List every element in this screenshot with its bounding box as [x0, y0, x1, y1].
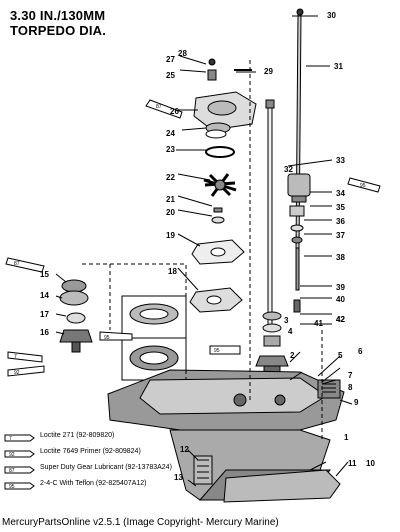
part-number-label: 10 — [366, 459, 375, 468]
water-pump-housing — [193, 58, 257, 131]
part-number-label: 19 — [166, 231, 175, 240]
part-number-label: 24 — [166, 129, 175, 138]
part-number-label: 11 — [348, 459, 357, 468]
legend-code: 87 — [9, 468, 15, 474]
impeller — [203, 173, 237, 197]
part-number-label: 18 — [168, 267, 177, 276]
part-number-label: 12 — [180, 445, 189, 454]
part-number-label: 39 — [336, 283, 345, 292]
part-number-label: 16 — [40, 328, 49, 337]
part-number-label: 2 — [290, 351, 295, 360]
gear-housing — [107, 369, 345, 503]
part-number-label: 34 — [336, 189, 345, 198]
forward-gear-assembly — [59, 279, 93, 353]
part-number-label: 36 — [336, 217, 345, 226]
tube-tag: 92 — [14, 370, 20, 376]
part-number-label: 42 — [336, 315, 345, 324]
part-number-label: 31 — [334, 62, 343, 71]
part-number-label: 25 — [166, 71, 175, 80]
part-number-label: 8 — [348, 383, 353, 392]
part-number-label: 21 — [166, 195, 175, 204]
part-number-label: 38 — [336, 253, 345, 262]
part-number-label: 5 — [338, 351, 343, 360]
part-number-label: 6 — [358, 347, 363, 356]
part-number-label: 41 — [314, 319, 323, 328]
part-number-label: 14 — [40, 291, 49, 300]
part-number-label: 22 — [166, 173, 175, 182]
diagram-title-line2: TORPEDO DIA. — [10, 23, 107, 38]
part-number-label: 20 — [166, 208, 175, 217]
water-inlet-screen — [317, 379, 341, 399]
part-number-label: 23 — [166, 145, 175, 154]
legend-code: 95 — [9, 484, 15, 490]
tube-tag: 87 — [156, 104, 162, 110]
o-ring-23 — [205, 146, 235, 158]
tube-icon: 87 — [4, 466, 35, 474]
part-number-label: 35 — [336, 203, 345, 212]
part-number-label: 27 — [166, 55, 175, 64]
legend-text: Loctite 271 (92-809820) — [40, 432, 115, 439]
part-number-label: 29 — [264, 67, 273, 76]
part-number-label: 26 — [170, 107, 179, 116]
part-number-label: 33 — [336, 156, 345, 165]
lubricant-tube-icons — [5, 99, 381, 377]
tube-icon: 95 — [4, 482, 35, 490]
legend-text: 2-4-C With Teflon (92-825407A12) — [40, 480, 147, 487]
upper-bearing — [287, 173, 311, 197]
tube-tag: 95 — [214, 348, 220, 354]
part-number-label: 17 — [40, 310, 49, 319]
part-number-label: 30 — [327, 11, 336, 20]
tube-icon: 92 — [4, 450, 35, 458]
part-number-label: 7 — [348, 371, 353, 380]
part-number-label: 32 — [284, 165, 293, 174]
part-number-label: 15 — [40, 270, 49, 279]
part-number-label: 40 — [336, 295, 345, 304]
copyright-footer: MercuryPartsOnline v2.5.1 (Image Copyrig… — [2, 517, 279, 528]
part-number-label: 4 — [288, 327, 293, 336]
tube-tag: 7 — [14, 354, 17, 360]
part-number-label: 9 — [354, 398, 359, 407]
pinion-gear — [255, 355, 289, 367]
trim-tab — [193, 455, 213, 485]
legend-text: Super Duty Gear Lubricant (92-13783A24) — [40, 464, 172, 471]
legend-text: Loctite 7649 Primer (92-809824) — [40, 448, 141, 455]
part-number-label: 3 — [284, 316, 289, 325]
tube-tag: 87 — [14, 261, 20, 267]
tube-tag: 95 — [360, 183, 366, 189]
diagram-title-line1: 3.30 IN./130MM — [10, 8, 106, 23]
drive-shaft — [267, 99, 273, 331]
tube-tag: 95 — [104, 335, 110, 341]
part-number-label: 28 — [178, 49, 187, 58]
part-number-label: 37 — [336, 231, 345, 240]
part-number-label: 42 — [336, 315, 345, 324]
part-number-label: 1 — [344, 433, 349, 442]
tube-icon: 7 — [4, 434, 35, 442]
legend-code: 92 — [9, 452, 15, 458]
legend-code: 7 — [9, 436, 12, 442]
part-number-label: 13 — [174, 473, 183, 482]
